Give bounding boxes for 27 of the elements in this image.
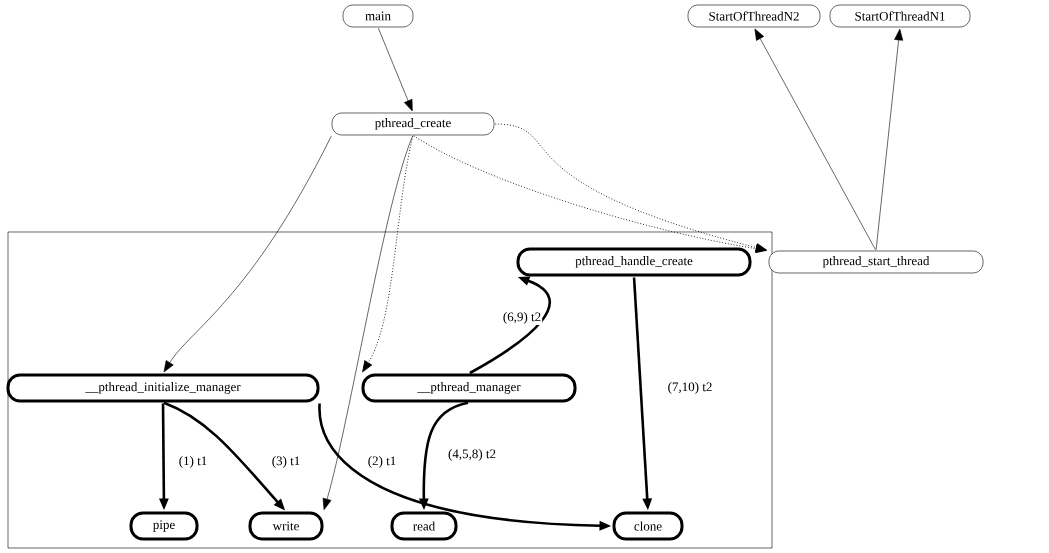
edge-label: (4,5,8) t2 [447, 448, 497, 462]
function-node: __pthread_initialize_manager [6, 373, 320, 403]
function-node: __pthread_manager [361, 373, 577, 403]
function-node: StartOfThreadN2 [687, 4, 821, 28]
arrow [362, 135, 414, 372]
function-node: read [390, 511, 458, 541]
edge-label: (3) t1 [270, 455, 302, 469]
arrow [378, 27, 413, 112]
function-node: pthread_start_thread [768, 250, 984, 274]
function-node: pthread_create [331, 112, 495, 136]
cluster-frame [7, 231, 773, 549]
arrow [875, 28, 904, 250]
arrow [163, 135, 332, 373]
function-node: pthread_handle_create [516, 247, 752, 277]
arrow [413, 135, 767, 254]
arrow [754, 28, 876, 251]
arrow [469, 276, 551, 375]
function-node: main [342, 4, 414, 28]
function-node: StartOfThreadN1 [829, 4, 971, 28]
function-node: clone [612, 511, 684, 541]
edge-label: (7,10) t2 [666, 381, 714, 395]
function-node: write [248, 511, 324, 541]
function-node: pipe [129, 511, 199, 541]
edge-label: (2) t1 [366, 455, 398, 469]
arrow [322, 135, 413, 510]
edge-label: (1) t1 [177, 455, 209, 469]
edge-label: (6,9) t2 [501, 311, 543, 325]
